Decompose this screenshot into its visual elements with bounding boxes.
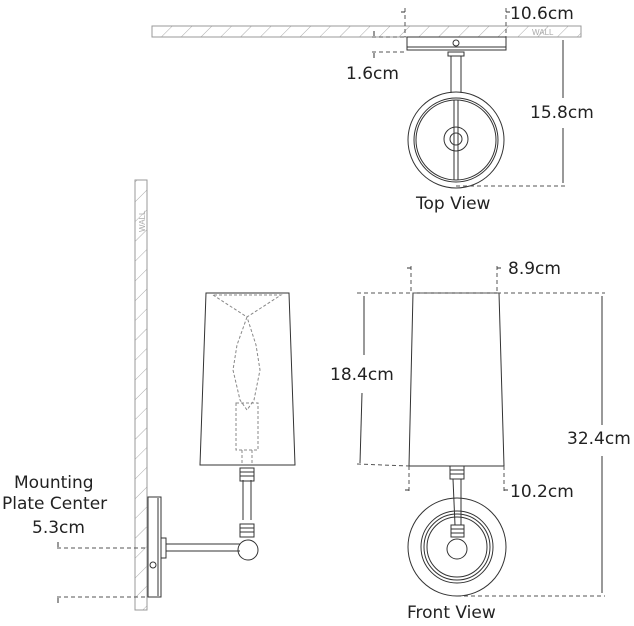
front-backplate	[407, 497, 507, 597]
shade-top-width-label: 8.9cm	[508, 259, 561, 279]
overall-height-label: 32.4cm	[567, 429, 631, 449]
bulb-hidden-outline	[211, 294, 283, 465]
top-wall-label: WALL	[532, 28, 554, 37]
screw-icon	[452, 39, 460, 47]
side-shade	[199, 292, 296, 466]
shade-height-label: 18.4cm	[330, 365, 394, 385]
screw-icon	[149, 561, 157, 569]
top-shade-outer	[407, 91, 505, 189]
top-wall	[151, 25, 582, 38]
top-view: WALL 10.6cm 1.6cm 15.8cm Top View	[151, 4, 594, 214]
side-wall-label: WALL	[138, 210, 147, 232]
side-view: WALL Mounting Plate Center 5.3cm	[2, 179, 296, 611]
top-view-title: Top View	[415, 194, 491, 214]
mounting-label-line1: Mounting	[14, 473, 94, 493]
side-wall	[134, 179, 148, 611]
top-mounting-plate	[406, 36, 507, 51]
front-view-title: Front View	[407, 603, 496, 623]
projection-label: 15.8cm	[530, 103, 594, 123]
front-view: 8.9cm 18.4cm 10.2cm 32.4cm Front View	[330, 259, 631, 623]
shade-bottom-width-label: 10.2cm	[510, 482, 574, 502]
plate-depth-label: 1.6cm	[346, 64, 399, 84]
side-mounting-plate	[147, 496, 162, 598]
mounting-offset-label: 5.3cm	[32, 518, 85, 538]
mounting-label-line2: Plate Center	[2, 494, 107, 514]
plate-width-label: 10.6cm	[510, 4, 574, 24]
front-shade	[408, 292, 505, 467]
